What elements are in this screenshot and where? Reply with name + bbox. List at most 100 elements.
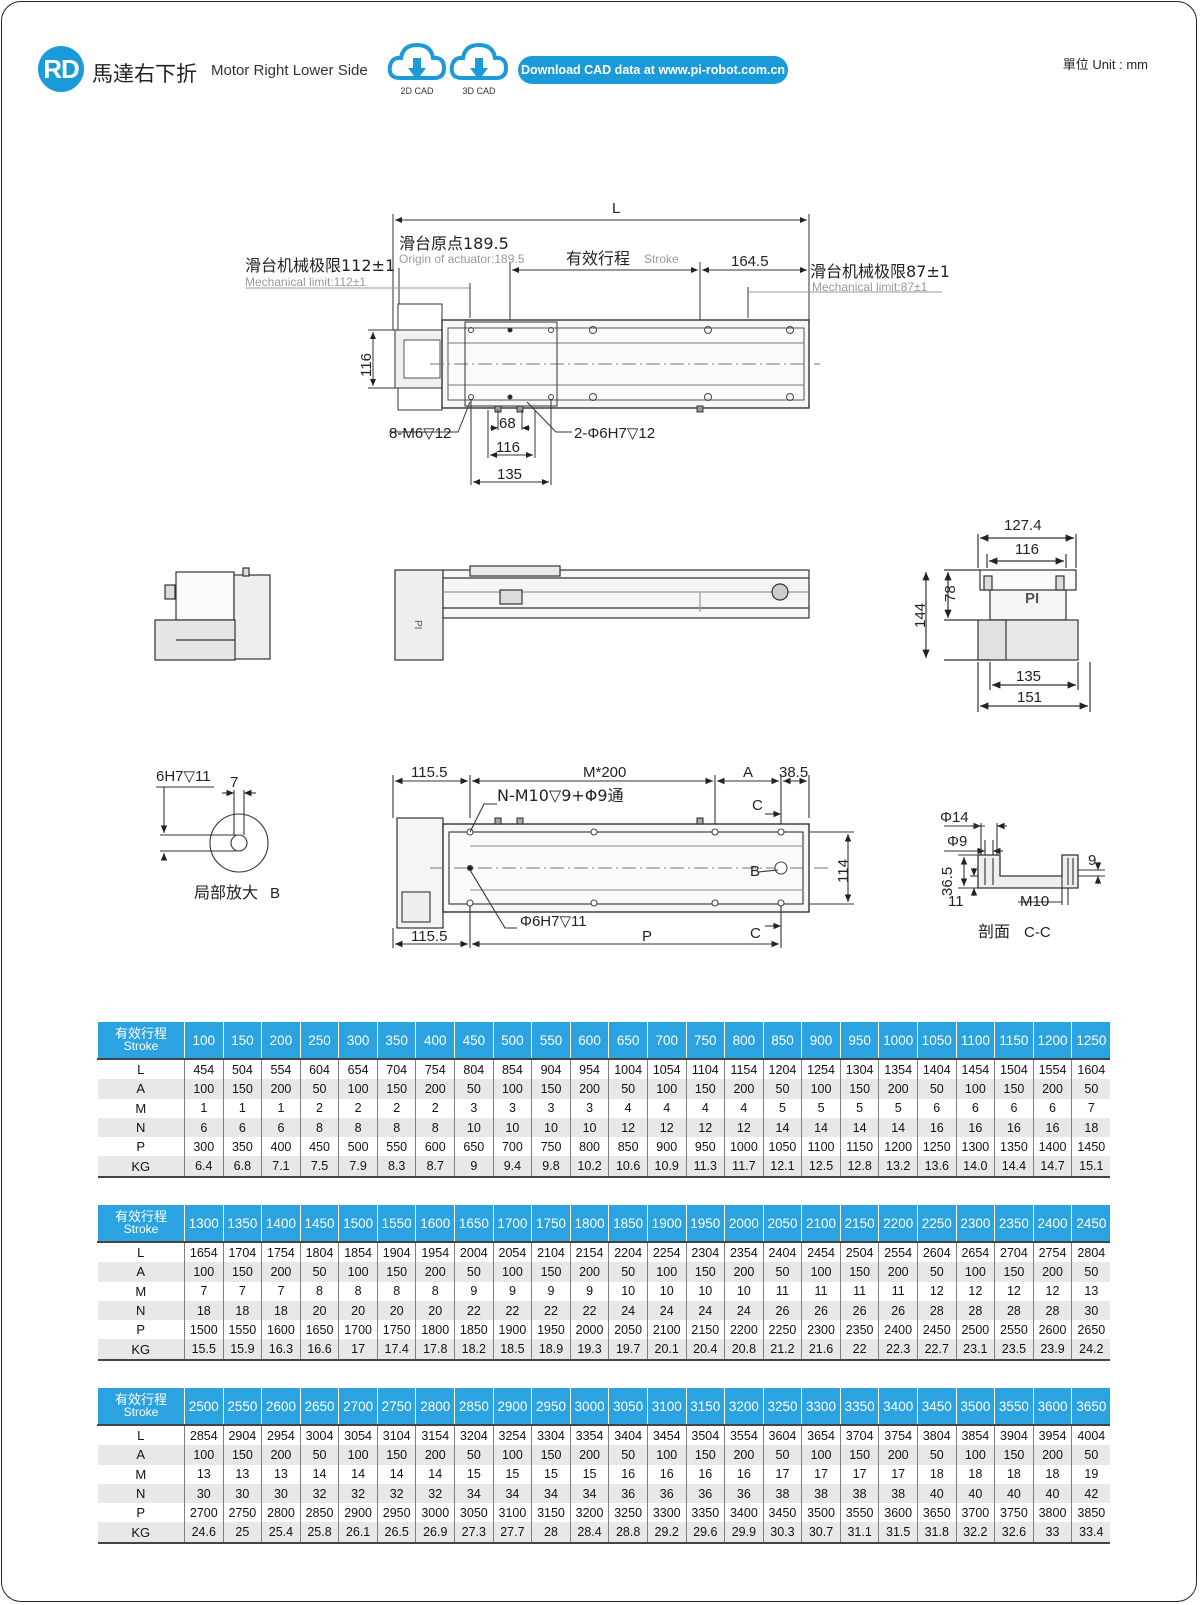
- stroke-value-cell: 800: [724, 1022, 764, 1060]
- table-cell: 8.3: [376, 1156, 416, 1178]
- table-cell: 454: [184, 1059, 224, 1080]
- table-cell: 200: [1032, 1262, 1072, 1282]
- table-cell: 2700: [184, 1503, 224, 1523]
- table-cell: 554: [261, 1059, 301, 1080]
- stroke-value-cell: 1750: [531, 1205, 571, 1243]
- table-cell: 26: [762, 1300, 802, 1321]
- table-cell: 100: [646, 1445, 687, 1465]
- table-cell: 10: [646, 1281, 687, 1301]
- table-cell: 1104: [685, 1059, 725, 1080]
- table-cell: 2800: [261, 1503, 301, 1523]
- table-cell: 38: [839, 1483, 879, 1504]
- table-cell: 50: [916, 1445, 957, 1465]
- table-cell: 3554: [724, 1425, 764, 1446]
- table-cell: 1354: [878, 1059, 918, 1080]
- table-cell: 26.1: [338, 1522, 378, 1544]
- table-cell: 2150: [685, 1320, 725, 1340]
- table-cell: 200: [1032, 1079, 1072, 1099]
- table-cell: 26: [878, 1300, 918, 1321]
- table-cell: 3654: [801, 1425, 841, 1446]
- stroke-value-cell: 2650: [299, 1388, 339, 1426]
- table-cell: 5: [839, 1098, 879, 1118]
- table-cell: 28.8: [608, 1522, 648, 1544]
- stroke-header-en: Stroke: [123, 1039, 159, 1053]
- table-cell: 3500: [801, 1503, 841, 1523]
- table-cell: 34: [492, 1483, 532, 1504]
- table-cell: 1350: [994, 1137, 1034, 1157]
- table-cell: 23.9: [1032, 1339, 1072, 1361]
- table-cell: 30.7: [801, 1522, 841, 1544]
- row-label-cell: N: [97, 1483, 185, 1504]
- cad-2d-label[interactable]: 2D CAD: [400, 86, 434, 96]
- table-cell: 14.7: [1032, 1156, 1072, 1178]
- table-cell: 12: [646, 1117, 687, 1138]
- table-cell: 3750: [994, 1503, 1034, 1523]
- download-cad-link[interactable]: Download CAD data at www.pi-robot.com.cn: [518, 56, 788, 84]
- table-cell: 18: [1071, 1117, 1111, 1138]
- table-cell: 2250: [762, 1320, 802, 1340]
- cad-3d-download-icon[interactable]: [448, 38, 510, 100]
- table-cell: 9: [454, 1156, 494, 1178]
- stroke-value-cell: 1850: [608, 1205, 648, 1243]
- table-cell: 6: [955, 1098, 995, 1118]
- svg-text:Origin of actuator:189.5: Origin of actuator:189.5: [399, 252, 525, 266]
- table-cell: 2050: [608, 1320, 648, 1340]
- table-cell: 14: [338, 1464, 378, 1484]
- table-cell: 38: [762, 1483, 802, 1504]
- bottom-view-labels: 115.5 M*200 A 38.5 N-M10▽9+Φ9通 C B 114 Φ…: [411, 764, 852, 945]
- table-cell: 1850: [454, 1320, 494, 1340]
- table-cell: 10: [569, 1117, 609, 1138]
- table-cell: 2504: [839, 1242, 879, 1263]
- table-cell: 2204: [608, 1242, 648, 1263]
- top-view-labels: L 滑台原点189.5 Origin of actuator:189.5 有效行…: [245, 200, 950, 483]
- table-cell: 2254: [646, 1242, 687, 1263]
- stroke-value-cell: 1200: [1032, 1022, 1072, 1060]
- stroke-value-cell: 1550: [376, 1205, 416, 1243]
- table-cell: 9.8: [531, 1156, 571, 1178]
- table-cell: 10: [685, 1281, 725, 1301]
- svg-text:滑台原点189.5: 滑台原点189.5: [399, 234, 509, 253]
- row-label-cell: M: [135, 1283, 147, 1299]
- table-cell: 3: [492, 1098, 532, 1118]
- table-cell: 17: [878, 1464, 918, 1484]
- table-cell: 150: [222, 1262, 262, 1282]
- table-cell: 654: [338, 1059, 378, 1080]
- table-cell: 13: [222, 1464, 262, 1484]
- stroke-header-cn: 有效行程: [114, 1209, 167, 1224]
- table-cell: 30: [222, 1483, 262, 1504]
- table-cell: 9.4: [492, 1156, 532, 1178]
- table-cell: 1150: [839, 1137, 879, 1157]
- table-cell: 854: [492, 1059, 532, 1080]
- cad-2d-download-icon[interactable]: [386, 38, 448, 100]
- table-cell: 17: [839, 1464, 879, 1484]
- table-cell: 21.6: [801, 1339, 841, 1361]
- table-cell: 40: [955, 1483, 995, 1504]
- table-cell: 100: [338, 1262, 378, 1282]
- table-cell: 400: [261, 1137, 301, 1157]
- table-cell: 3300: [646, 1503, 687, 1523]
- table-cell: 14: [415, 1464, 455, 1484]
- table-cell: 3800: [1032, 1503, 1072, 1523]
- table-cell: 2654: [955, 1242, 995, 1263]
- table-cell: 100: [492, 1079, 532, 1099]
- table-cell: 1054: [646, 1059, 687, 1080]
- svg-text:151: 151: [1017, 689, 1042, 706]
- cad-3d-label[interactable]: 3D CAD: [462, 86, 496, 96]
- detail-b-labels: 6H7▽11 7 局部放大 B: [156, 768, 280, 902]
- table-cell: 3604: [762, 1425, 802, 1446]
- stroke-value-cell: 3250: [762, 1388, 802, 1426]
- stroke-value-cell: 1050: [916, 1022, 957, 1060]
- table-cell: 500: [338, 1137, 378, 1157]
- table-cell: 2404: [762, 1242, 802, 1263]
- table-cell: 18.5: [492, 1339, 532, 1361]
- svg-text:Φ6H7▽11: Φ6H7▽11: [520, 913, 587, 930]
- table-cell: 18.9: [531, 1339, 571, 1361]
- table-cell: 3250: [608, 1503, 648, 1523]
